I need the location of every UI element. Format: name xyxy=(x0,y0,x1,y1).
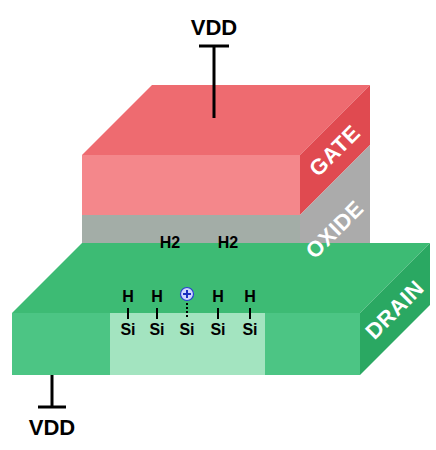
block-face xyxy=(265,313,360,375)
broken-bond xyxy=(186,303,188,319)
atom-label: H xyxy=(244,289,256,305)
atom-label: Si xyxy=(210,322,225,338)
molecule-label: H2 xyxy=(218,235,238,251)
si-h-bond xyxy=(156,308,158,319)
atom-label: H xyxy=(212,289,224,305)
supply-name: VDD xyxy=(191,17,237,39)
atom-label: Si xyxy=(149,322,164,338)
supply-name: VDD xyxy=(29,417,75,439)
block-face xyxy=(12,243,430,313)
positive-trap xyxy=(181,288,194,301)
block-face xyxy=(82,155,300,215)
drain-substrate: DRAIN xyxy=(12,243,430,375)
molecule-label: H2 xyxy=(160,235,180,251)
atom-label: H xyxy=(151,289,163,305)
plus-mark xyxy=(186,290,188,298)
block-faces xyxy=(12,243,430,375)
supply-bar xyxy=(38,406,66,409)
gate-wire xyxy=(213,46,216,118)
drain-wire xyxy=(51,375,54,407)
si-h-bond xyxy=(127,308,129,319)
block-face xyxy=(360,243,430,375)
atom-label: H xyxy=(122,289,134,305)
block-face xyxy=(110,313,265,375)
atom-label: Si xyxy=(242,322,257,338)
block-face xyxy=(12,313,110,375)
atom-label: Si xyxy=(179,322,194,338)
si-h-bond xyxy=(249,308,251,319)
atom-label: Si xyxy=(120,322,135,338)
si-h-bond xyxy=(217,308,219,319)
